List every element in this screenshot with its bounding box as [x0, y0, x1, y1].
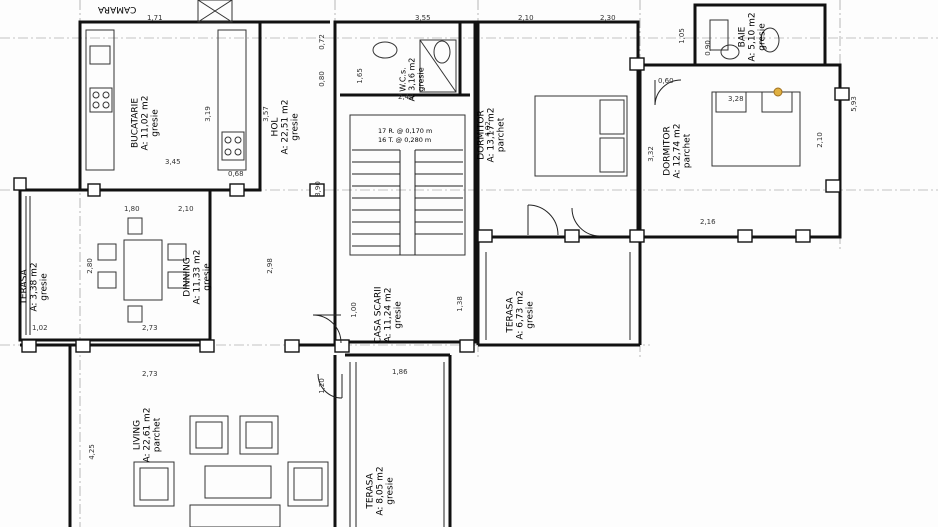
- dimension-label: 2,10: [815, 132, 824, 148]
- stair-notes: 17 R. @ 0,170 m 16 T. @ 0,280 m: [378, 127, 432, 145]
- room-finish: gresie: [150, 109, 161, 137]
- room-name: W.C.s.: [398, 67, 408, 92]
- room-label-baie: BAIE A: 5,10 m2 gresie: [738, 12, 768, 61]
- room-finish: gresie: [290, 113, 301, 141]
- room-label-dinning: DINNING A: 11,33 m2 gresie: [183, 249, 213, 304]
- dimension-label: 1,65: [355, 68, 364, 84]
- dimension-label: 4,25: [87, 444, 96, 460]
- room-name: CASA SCARII: [373, 286, 384, 344]
- room-area: A: 11,33 m2: [192, 249, 203, 305]
- room-name: DORMITOR: [476, 110, 487, 160]
- room-finish: gresie: [757, 23, 768, 51]
- room-area: A: 22,61 m2: [142, 407, 153, 463]
- stair-treads: [349, 114, 466, 256]
- room-area: A: 22,51 m2: [280, 99, 291, 155]
- room-name: DORMITOR: [662, 126, 673, 176]
- room-label-terasa-3: TERASA A: 8,05 m2 gresie: [366, 466, 396, 515]
- room-name: HOL: [270, 117, 281, 137]
- room-label-hol: HOL A: 22,51 m2 gresie: [271, 99, 301, 154]
- room-area: A: 8,05 m2: [375, 466, 386, 516]
- room-finish: parchet: [152, 417, 163, 453]
- room-name: TERASA: [365, 473, 376, 509]
- dimension-label: 2,16: [700, 218, 716, 226]
- room-area: A: 3,38 m2: [29, 262, 40, 312]
- dimension-label: 2,40: [398, 93, 414, 101]
- dimension-label: 3,28: [728, 95, 744, 103]
- stair-risers: 17 R. @ 0,170 m: [378, 127, 433, 135]
- dimension-label: 2,80: [85, 258, 94, 274]
- dimension-label: 3,45: [165, 158, 181, 166]
- room-area: A: 5,10 m2: [747, 12, 758, 62]
- room-name: DINNING: [182, 257, 193, 297]
- dimension-label: 0,68: [228, 170, 244, 178]
- room-label-wc: W.C.s. A: 3,16 m2 gresie: [398, 58, 425, 102]
- room-finish: gresie: [416, 67, 426, 92]
- dimension-label: 1,80: [124, 205, 140, 213]
- room-label-dormitor-2: DORMITOR A: 12,74 m2 parchet: [663, 123, 693, 178]
- room-label-camara: CAMARA: [98, 4, 136, 14]
- room-finish: gresie: [202, 263, 213, 291]
- stair-outline: [349, 114, 466, 256]
- dimension-label: 3,90: [313, 181, 322, 197]
- dimension-label: 2,73: [142, 370, 158, 378]
- dimension-label: 3,19: [203, 106, 212, 122]
- dimension-label: 1,71: [147, 14, 163, 22]
- columns: [13, 57, 850, 353]
- dimension-label: 2,10: [178, 205, 194, 213]
- dimension-label: 0,90: [703, 40, 712, 56]
- dimension-label: 0,60: [658, 77, 674, 85]
- dimension-label: 5,93: [849, 96, 858, 112]
- room-label-living: LIVING A: 22,61 m2 parchet: [133, 407, 163, 462]
- dimension-label: 2,73: [142, 324, 158, 332]
- room-finish: parchet: [682, 133, 693, 169]
- room-area: A: 12,74 m2: [672, 123, 683, 179]
- sanitary-fixtures: [372, 19, 780, 93]
- doors: [312, 79, 682, 399]
- room-label-casa-scarii: CASA SCARII A: 11,24 m2 gresie: [374, 286, 404, 343]
- dimension-label: 0,80: [317, 71, 326, 87]
- room-name: CAMARA: [98, 4, 137, 14]
- dimension-label: 3,57: [261, 106, 270, 122]
- room-name: LIVING: [132, 419, 143, 451]
- room-label-bucatarie: BUCATARIE A: 11,02 m2 gresie: [131, 95, 161, 150]
- room-area: A: 3,16 m2: [407, 57, 417, 102]
- room-label-dormitor-1: DORMITOR A: 13,17 m2 parchet: [477, 107, 507, 162]
- living-furniture: [133, 415, 329, 527]
- room-label-terasa-2: TERASA A: 6,73 m2 gresie: [506, 290, 536, 339]
- dimension-label: 1,02: [32, 324, 48, 332]
- room-finish: gresie: [525, 301, 536, 329]
- dimension-label: 3,55: [415, 14, 431, 22]
- room-area: A: 6,73 m2: [515, 290, 526, 340]
- room-finish: parchet: [496, 117, 507, 153]
- room-name: TERASA: [505, 297, 516, 333]
- stair-treads: 16 T. @ 0,280 m: [378, 136, 432, 144]
- room-name: TERASA: [19, 269, 30, 305]
- room-name: BAIE: [737, 26, 748, 48]
- room-area: A: 11,24 m2: [383, 287, 394, 343]
- dimension-label: 2,30: [600, 14, 616, 22]
- bedroom-furniture: [534, 87, 801, 177]
- dimension-label: 2,10: [518, 14, 534, 22]
- dimension-label: 1,05: [677, 28, 686, 44]
- dimension-label: 1,86: [392, 368, 408, 376]
- room-area: A: 11,02 m2: [140, 95, 151, 151]
- room-finish: gresie: [385, 477, 396, 505]
- room-finish: gresie: [393, 301, 404, 329]
- dimension-label: 2,98: [265, 258, 274, 274]
- terrace-railings: [25, 196, 631, 527]
- dimension-label: 1,00: [349, 302, 358, 318]
- dimension-label: 0,72: [317, 34, 326, 50]
- room-name: BUCATARIE: [130, 97, 141, 149]
- dining-table: [97, 217, 187, 323]
- dimension-label: 3,32: [646, 146, 655, 162]
- room-finish: gresie: [39, 273, 50, 301]
- room-area: A: 13,17 m2: [486, 107, 497, 163]
- kitchen-fixtures: [85, 0, 247, 171]
- dimension-label: 1,38: [455, 296, 464, 312]
- dimension-label: 1,20: [317, 378, 326, 394]
- room-label-terasa-1: TERASA A: 3,38 m2 gresie: [20, 262, 50, 311]
